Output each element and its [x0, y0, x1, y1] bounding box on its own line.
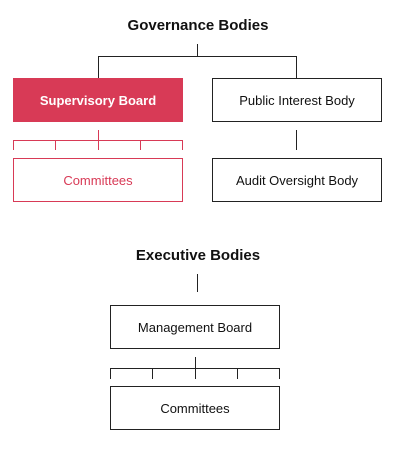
management-committees-tick-4 — [279, 368, 280, 379]
supervisory-board-box: Supervisory Board — [13, 78, 183, 122]
supervisory-committees-tick-2 — [55, 140, 56, 150]
supervisory-board-label: Supervisory Board — [39, 92, 157, 108]
public-audit-connector — [296, 130, 297, 150]
governance-committees-box: Committees — [13, 158, 183, 202]
governance-branch-left — [98, 56, 99, 78]
supervisory-committees-tick-4 — [182, 140, 183, 150]
governance-stem — [197, 44, 198, 56]
management-board-label: Management Board — [137, 319, 253, 335]
management-board-box: Management Board — [110, 305, 280, 349]
audit-oversight-body-label: Audit Oversight Body — [235, 172, 359, 188]
executive-committees-label: Committees — [160, 400, 230, 416]
management-committees-bar — [110, 368, 280, 369]
executive-title: Executive Bodies — [135, 247, 261, 264]
governance-branch-right — [296, 56, 297, 78]
executive-committees-box: Committees — [110, 386, 280, 430]
executive-stem — [197, 274, 198, 292]
public-interest-body-label: Public Interest Body — [239, 92, 355, 108]
public-interest-body-box: Public Interest Body — [212, 78, 382, 122]
governance-title: Governance Bodies — [127, 17, 269, 34]
management-committees-tick-1 — [110, 368, 111, 379]
supervisory-committees-tick-1 — [13, 140, 14, 150]
governance-branch-bar — [98, 56, 297, 57]
management-committees-tick-2 — [152, 368, 153, 379]
supervisory-committees-bar — [13, 140, 183, 141]
governance-committees-label: Committees — [63, 172, 133, 188]
management-committees-tick-3 — [237, 368, 238, 379]
audit-oversight-body-box: Audit Oversight Body — [212, 158, 382, 202]
supervisory-committees-tick-3 — [140, 140, 141, 150]
